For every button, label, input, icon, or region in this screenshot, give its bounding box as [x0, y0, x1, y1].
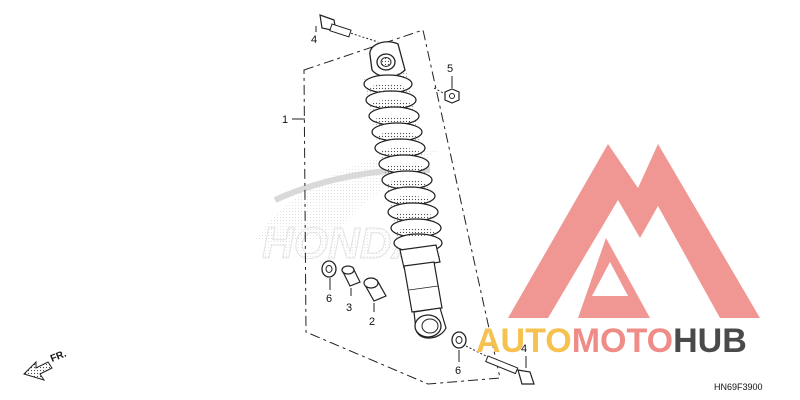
callout-5: 5: [447, 63, 453, 75]
watermark-auto: AUTO: [476, 322, 572, 360]
drawing-code: HN69F3900: [714, 382, 763, 392]
callout-4-bottom: 4: [521, 343, 527, 355]
direction-label: FR.: [49, 348, 68, 364]
left-dust-seal: [321, 260, 337, 278]
callout-6-left: 6: [326, 293, 332, 305]
callout-2: 2: [369, 316, 375, 328]
collar: [341, 265, 361, 287]
watermark-logo: [508, 144, 760, 318]
bushing: [363, 277, 387, 302]
callout-6-right: 6: [455, 365, 461, 377]
assembly-boundary: [303, 29, 501, 385]
right-dust-seal: [451, 331, 467, 349]
callout-4-top: 4: [311, 34, 317, 46]
bottom-bolt: [465, 345, 535, 385]
svg-text:AUTOMOTOHUB: AUTOMOTOHUB: [476, 322, 747, 360]
top-bolt: [319, 14, 379, 43]
shock-absorber: [363, 41, 447, 339]
front-direction-arrow: FR.: [23, 348, 68, 381]
watermark-hub: HUB: [673, 322, 747, 360]
callout-3: 3: [346, 302, 352, 314]
callout-1: 1: [282, 114, 288, 126]
nut: [433, 87, 460, 104]
watermark-logo-mark: [508, 144, 760, 318]
watermark-moto: MOTO: [572, 322, 673, 360]
watermark-text: AUTOMOTOHUB: [476, 322, 747, 360]
